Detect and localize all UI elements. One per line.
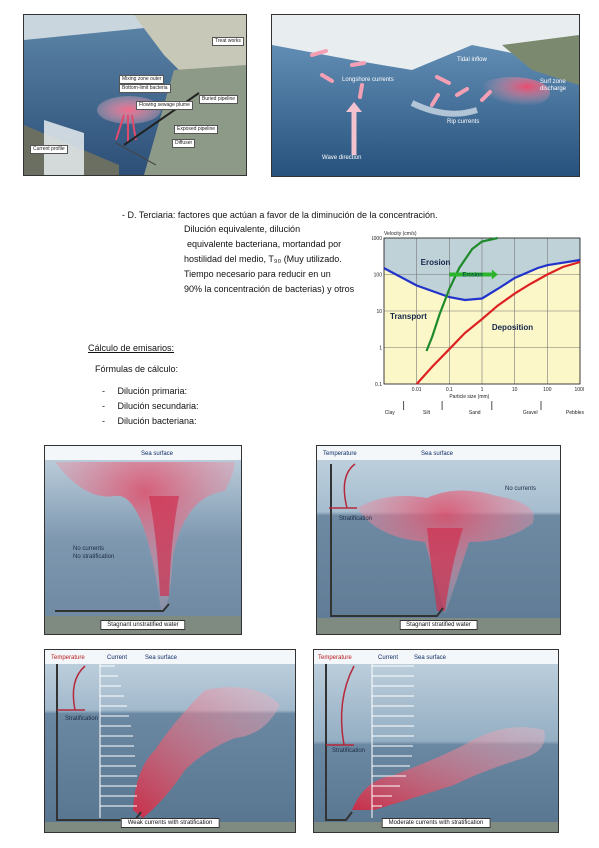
label-zone-bottom: Bottom-limit bacteria bbox=[119, 84, 171, 93]
plume-illustration-2 bbox=[317, 446, 560, 634]
size-class-label: Pebbles bbox=[566, 410, 584, 416]
temperature-label: Temperature bbox=[323, 451, 357, 457]
sea-surface-label: Sea surface bbox=[145, 655, 178, 661]
label-treat: Treat works bbox=[212, 37, 244, 46]
plume-caption: Moderate currents with stratification bbox=[381, 818, 491, 828]
y-axis-label: Velocity (cm/s) bbox=[384, 231, 417, 237]
temperature-label: Temperature bbox=[51, 655, 85, 661]
region-label: Deposition bbox=[492, 323, 533, 332]
sea-surface-label: Sea surface bbox=[141, 451, 174, 457]
label-rip: Rip currents bbox=[447, 119, 480, 125]
plume-illustration-1 bbox=[45, 446, 241, 634]
plume-panel-1: Sea surface No currents No stratificatio… bbox=[44, 445, 242, 635]
formula-item-label: Dilución primaria: bbox=[117, 386, 188, 396]
label-flow: Flowing sewage plume bbox=[136, 101, 193, 110]
formula-item-label: Dilución secundaria: bbox=[117, 401, 199, 411]
outfall-diagram: Treat works Mixing zone outer Bottom-lim… bbox=[23, 14, 247, 176]
x-tick-label: 1000 bbox=[574, 387, 584, 393]
plume-panel-2: Temperature Sea surface No currents Stra… bbox=[316, 445, 561, 635]
erosion-arrow-head bbox=[491, 269, 498, 280]
sea-surface-label: Sea surface bbox=[421, 451, 454, 457]
stratification-label: Stratification bbox=[65, 716, 99, 722]
label-longshore: Longshore currents bbox=[342, 77, 394, 83]
terciaria-line: - D. Terciaria: factores que actúan a fa… bbox=[122, 210, 438, 220]
plume-panel-3: Temperature Current Sea surface Stratifi… bbox=[44, 649, 296, 833]
section-heading: Cálculo de emisarios: bbox=[88, 343, 175, 353]
label-buried-pipeline: Buried pipeline bbox=[199, 95, 239, 104]
y-tick-label: 100 bbox=[374, 273, 383, 279]
size-class-label: Sand bbox=[469, 410, 481, 416]
text-line-3: equivalente bacteriana, mortandad por bbox=[187, 239, 342, 249]
current-label: Current bbox=[378, 655, 399, 661]
x-tick-label: 1 bbox=[481, 387, 484, 393]
hjulstrom-svg: ErosionErosionTransportDeposition1000100… bbox=[371, 231, 586, 416]
note-no-currents: No currents bbox=[505, 486, 537, 492]
stratification-label: Stratification bbox=[332, 748, 366, 754]
note-no-currents: No currents bbox=[73, 546, 105, 552]
plume-illustration-4 bbox=[314, 650, 558, 832]
x-tick-label: 0.01 bbox=[412, 387, 422, 393]
plot-frame bbox=[383, 237, 581, 385]
x-tick-label: 100 bbox=[543, 387, 552, 393]
arrow-label: Erosion bbox=[462, 273, 482, 279]
y-tick-label: 1000 bbox=[372, 236, 382, 242]
stratification-label: Stratification bbox=[339, 516, 373, 522]
x-tick-label: 0.1 bbox=[446, 387, 453, 393]
formula-item-label: Dilución bacteriana: bbox=[117, 416, 197, 426]
series-line-2 bbox=[415, 260, 581, 385]
label-surf-zone: Surf zone bbox=[540, 79, 566, 85]
label-current-profile: Current profile bbox=[30, 145, 68, 154]
plume-caption: Weak currents with stratification bbox=[120, 818, 220, 828]
formula-item: - Dilución primaria: bbox=[102, 386, 188, 396]
surf-zone-diagram: Tidal inflow Longshore currents Rip curr… bbox=[271, 14, 580, 177]
y-tick-label: 0.1 bbox=[375, 382, 382, 388]
label-exposed-pipeline: Exposed pipeline bbox=[174, 125, 219, 134]
plume-illustration-3 bbox=[45, 650, 295, 832]
surf-zone-illustration bbox=[272, 15, 579, 176]
region-label: Erosion bbox=[421, 258, 451, 267]
plume-caption: Stagnant unstratified water bbox=[100, 620, 186, 630]
note-no-stratification: No stratification bbox=[73, 554, 115, 560]
plume-panel-4: Temperature Current Sea surface Stratifi… bbox=[313, 649, 559, 833]
series-line-0 bbox=[383, 258, 581, 302]
size-class-label: Silt bbox=[423, 410, 431, 416]
label-discharge: discharge bbox=[540, 86, 567, 92]
series-line-1 bbox=[425, 236, 498, 352]
region-label: Transport bbox=[390, 312, 427, 321]
formula-item: - Dilución secundaria: bbox=[102, 401, 199, 411]
temperature-label: Temperature bbox=[318, 655, 352, 661]
text-line-4: hostilidad del medio, T₉₀ (Muy utilizado… bbox=[184, 254, 342, 264]
x-axis-label: Particle size (mm) bbox=[449, 394, 489, 400]
text-line-2: Dilución equivalente, dilución bbox=[184, 224, 301, 234]
label-wave: Wave direction bbox=[322, 155, 362, 161]
label-tidal-inflow: Tidal inflow bbox=[457, 57, 487, 63]
label-zone-outer: Mixing zone outer bbox=[119, 75, 165, 84]
outfall-illustration bbox=[24, 15, 246, 175]
text-line-6: 90% la concentración de bacterias) y otr… bbox=[184, 284, 355, 294]
size-class-label: Clay bbox=[385, 410, 396, 416]
formulas-label: Fórmulas de cálculo: bbox=[95, 364, 179, 374]
x-tick-label: 10 bbox=[512, 387, 518, 393]
size-class-label: Gravel bbox=[523, 410, 538, 416]
y-tick-label: 1 bbox=[379, 346, 382, 352]
text-line-5: Tiempo necesario para reducir en un bbox=[184, 269, 331, 279]
y-tick-label: 10 bbox=[376, 309, 382, 315]
formula-item: - Dilución bacteriana: bbox=[102, 416, 197, 426]
current-label: Current bbox=[107, 655, 128, 661]
plume-caption: Stagnant stratified water bbox=[399, 620, 478, 630]
sea-surface-label: Sea surface bbox=[414, 655, 447, 661]
label-diffuser: Diffuser bbox=[172, 139, 196, 148]
